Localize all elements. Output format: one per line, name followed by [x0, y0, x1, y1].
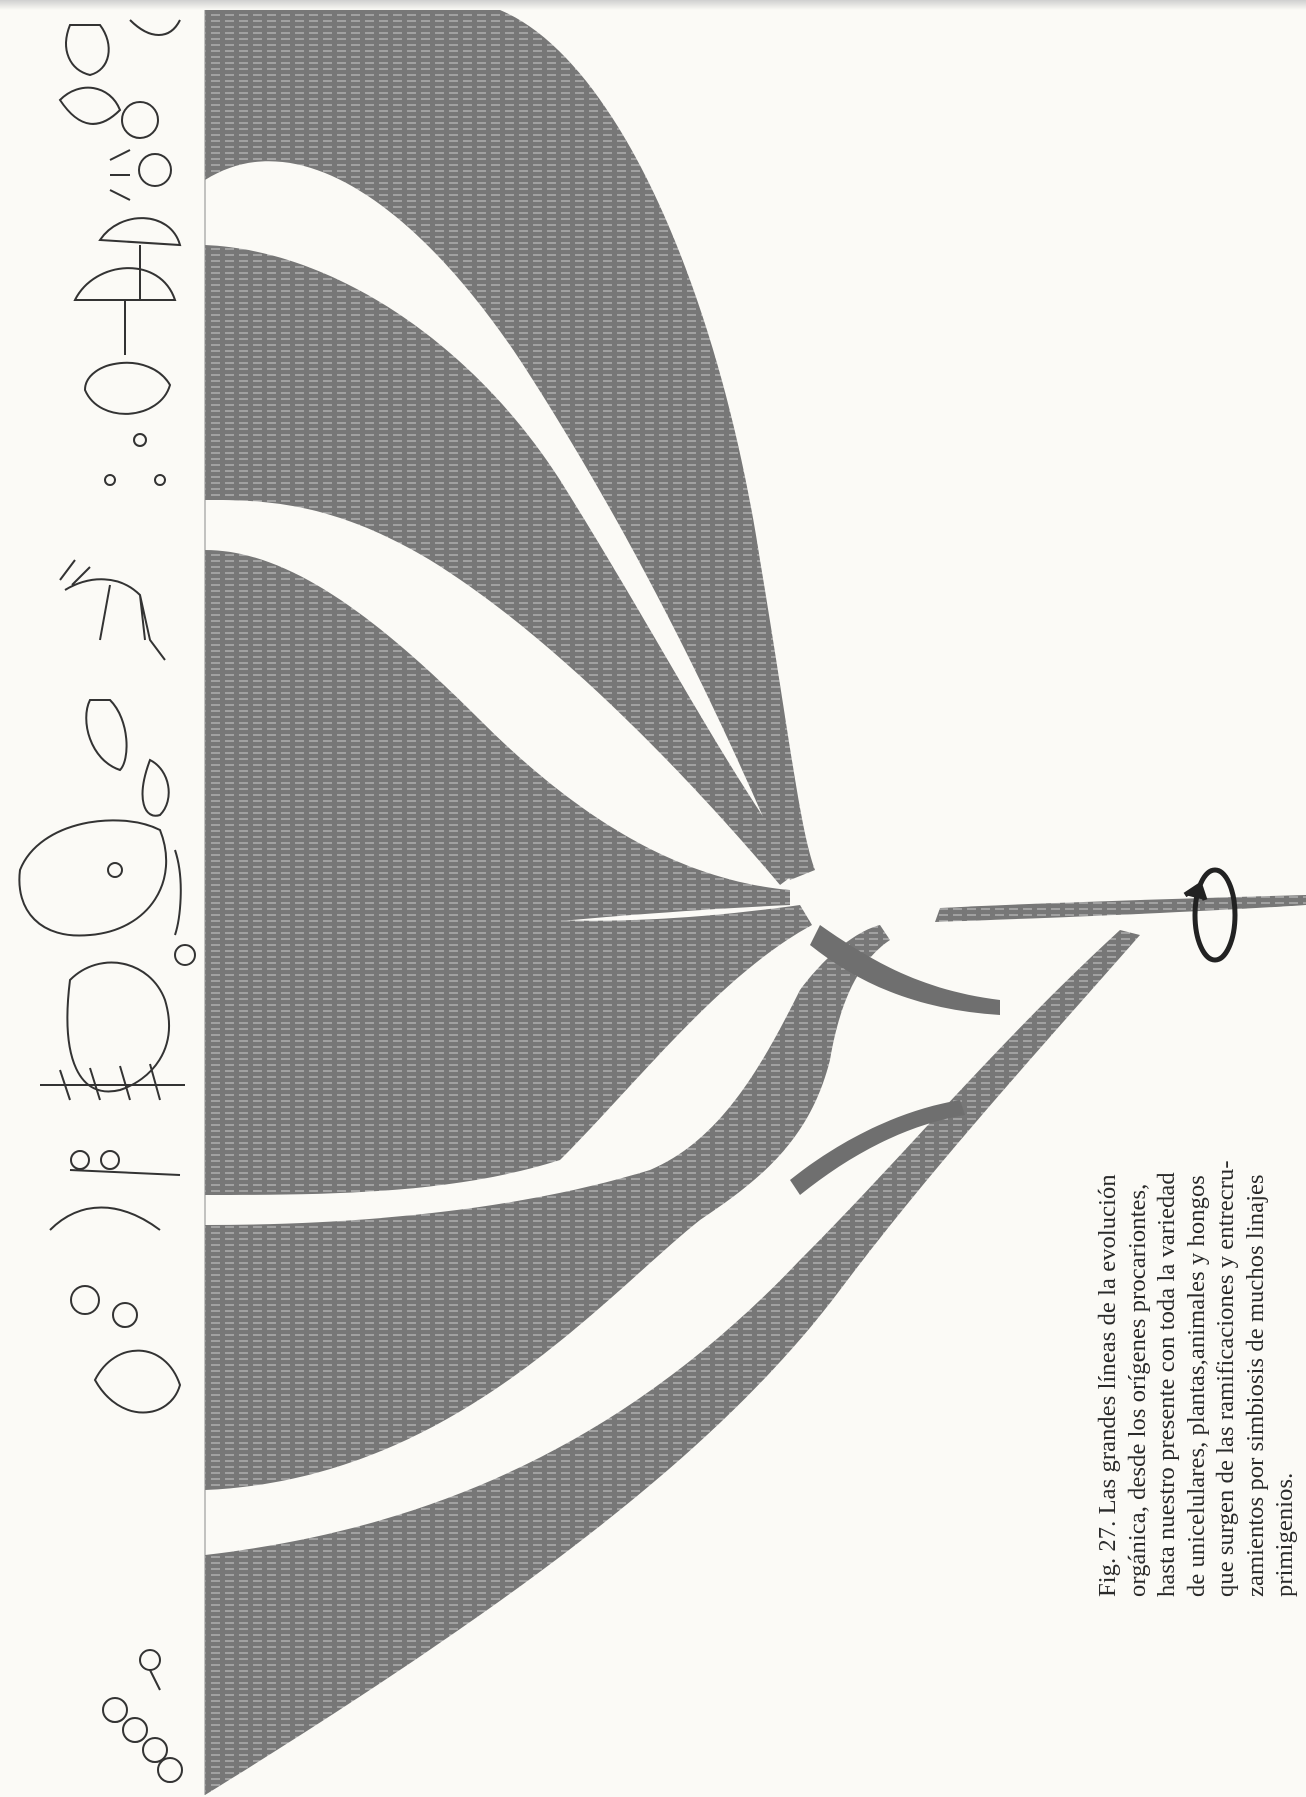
figure-caption: Fig. 27. Las grandes líneas de la evoluc…: [1093, 37, 1300, 1597]
plants-icon: [40, 1064, 185, 1413]
caption-line-1: Fig. 27. Las grandes líneas de la evoluc…: [1093, 37, 1123, 1597]
animals-icon: [60, 560, 169, 816]
caption-line-3: hasta nuestro presente con toda la varie…: [1152, 37, 1182, 1597]
caption-line-7: primigenios.: [1270, 37, 1300, 1597]
caption-line-2: orgánica, desde los orígenes procarionte…: [1123, 37, 1153, 1597]
invertebrates-icon: [60, 20, 180, 200]
fungi-icon: [75, 218, 180, 485]
protists-icon: [19, 820, 195, 1091]
caption-line-4: de unicelulares, plantas,animales y hong…: [1182, 37, 1212, 1597]
caption-line-6: zamientos por simbiosis de muchos linaje…: [1241, 37, 1271, 1597]
caption-line-5: que surgen de las ramificaciones y entre…: [1211, 37, 1241, 1597]
bacteria-chain-icon: [103, 1650, 182, 1782]
